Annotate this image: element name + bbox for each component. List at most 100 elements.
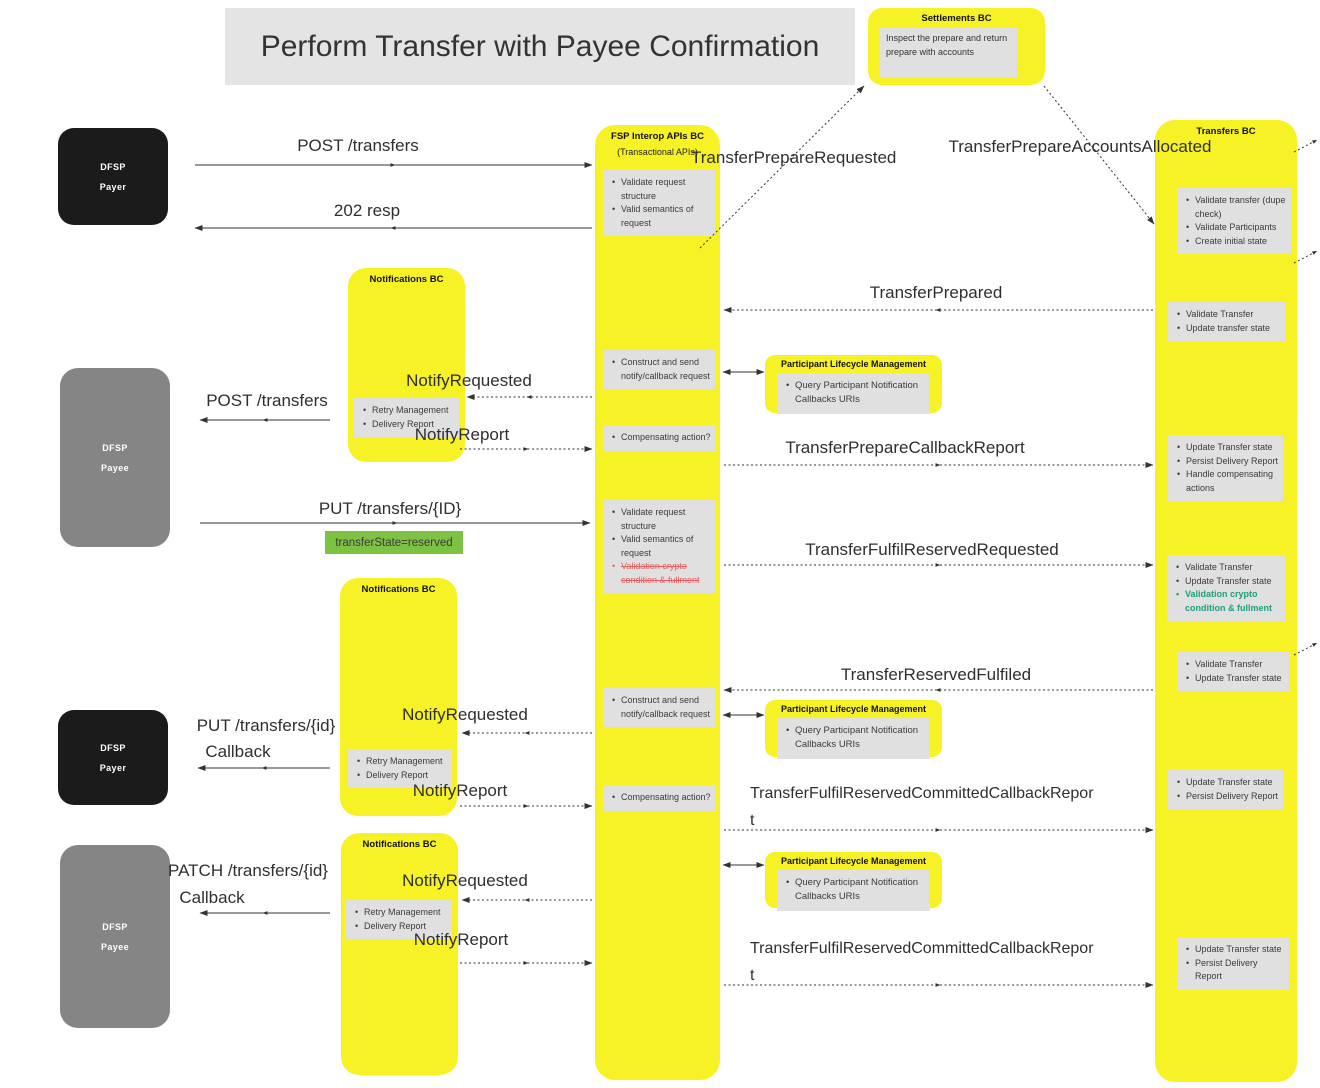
notifications-bc-column-2: Notifications BC Retry ManagementDeliver… bbox=[340, 578, 457, 816]
message-label-post-transfers: POST /transfers bbox=[297, 136, 419, 155]
transfers-task-list: Update Transfer statePersist Delivery Re… bbox=[1168, 770, 1283, 809]
transfers-bc-header: Transfers BC bbox=[1196, 126, 1256, 137]
message-label-callback-2: Callback bbox=[179, 888, 245, 907]
message-label-callback-1: Callback bbox=[205, 742, 271, 761]
fsp-task-list: Compensating action? bbox=[603, 425, 715, 451]
bullet-item: Compensating action? bbox=[612, 431, 711, 445]
cropped-edge-stub bbox=[1293, 250, 1318, 264]
message-label-tfrcc-report-1: TransferFulfilReservedCommittedCallbackR… bbox=[750, 785, 1094, 829]
transfers-task-list: Validate TransferUpdate Transfer state bbox=[1177, 652, 1290, 691]
fsp-task-list: Compensating action? bbox=[603, 785, 715, 811]
notifications-task-list: Retry ManagementDelivery Report bbox=[354, 398, 459, 437]
bullet-item: Validate Transfer bbox=[1176, 561, 1281, 575]
plm-task-list: Query Participant Notification Callbacks… bbox=[777, 373, 930, 414]
actor-label: DFSP bbox=[102, 442, 128, 453]
bullet-item: Validate request structure bbox=[612, 506, 711, 533]
message-label-post-transfers-payee: POST /transfers bbox=[206, 391, 328, 410]
settlements-bc-group: Settlements BC Inspect the prepare and r… bbox=[868, 8, 1045, 85]
notifications-task-list: Retry ManagementDelivery Report bbox=[348, 749, 452, 788]
bullet-item: Retry Management bbox=[363, 404, 455, 418]
message-label-tfrcc-report-2: TransferFulfilReservedCommittedCallbackR… bbox=[750, 940, 1094, 984]
actor-label: DFSP bbox=[102, 921, 128, 932]
transfers-task-list: Update Transfer statePersist Delivery Re… bbox=[1177, 937, 1290, 990]
actor-label: Payer bbox=[99, 762, 127, 773]
message-label-202-resp: 202 resp bbox=[333, 201, 401, 220]
bullet-item: Validate Transfer bbox=[1186, 658, 1286, 672]
bullet-item: Persist Delivery Report bbox=[1177, 790, 1279, 804]
bullet-item: Delivery Report bbox=[363, 418, 455, 432]
bullet-item: Validate Transfer bbox=[1177, 308, 1281, 322]
plm-box-1: Participant Lifecycle Management Query P… bbox=[765, 355, 942, 414]
bullet-item: Retry Management bbox=[355, 906, 448, 920]
bullet-item: Query Participant Notification Callbacks… bbox=[786, 724, 926, 753]
message-label-notify-requested-3: NotifyRequested bbox=[402, 871, 528, 890]
actor-label: Payee bbox=[100, 941, 130, 952]
actor-label: DFSP bbox=[100, 161, 126, 172]
actor-dfsp-payee-1: DFSP Payee bbox=[60, 368, 170, 547]
message-label-transfer-prepare-callback-report: TransferPrepareCallbackReport bbox=[785, 438, 1025, 457]
plm-header: Participant Lifecycle Management bbox=[780, 704, 927, 714]
fsp-task-list: Construct and send notify/callback reque… bbox=[603, 350, 715, 389]
bullet-item: Delivery Report bbox=[355, 920, 448, 934]
bullet-item: Persist Delivery Report bbox=[1177, 455, 1279, 469]
bullet-item: Create initial state bbox=[1186, 235, 1287, 249]
actor-label: Payee bbox=[100, 462, 130, 473]
message-label-notify-requested-1: NotifyRequested bbox=[406, 371, 532, 390]
plm-box-3: Participant Lifecycle Management Query P… bbox=[765, 852, 942, 911]
bullet-item: Construct and send notify/callback reque… bbox=[612, 694, 711, 721]
settlements-bc-header: Settlements BC bbox=[921, 13, 992, 24]
bullet-item: Retry Management bbox=[357, 755, 448, 769]
message-label-notify-report-3: NotifyReport bbox=[413, 930, 509, 949]
actor-dfsp-payee-2: DFSP Payee bbox=[60, 845, 170, 1028]
message-label-transfer-fulfil-reserved-requested: TransferFulfilReservedRequested bbox=[805, 540, 1059, 559]
bullet-item: Validation crypto condition & fullment bbox=[1176, 588, 1281, 615]
fsp-task-list: Validate request structureValid semantic… bbox=[603, 170, 715, 236]
plm-header: Participant Lifecycle Management bbox=[780, 359, 927, 369]
plm-box-2: Participant Lifecycle Management Query P… bbox=[765, 700, 942, 759]
message-label-put-transfers-id: PUT /transfers/{ID} bbox=[318, 499, 462, 518]
message-label-notify-report-2: NotifyReport bbox=[412, 781, 508, 800]
bullet-item: Update Transfer state bbox=[1186, 943, 1286, 957]
transfers-task-list: Validate TransferUpdate transfer state bbox=[1168, 302, 1285, 341]
actor-dfsp-payer-2: DFSP Payer bbox=[58, 710, 168, 805]
notifications-bc-header: Notifications BC bbox=[361, 584, 436, 595]
bullet-item: Query Participant Notification Callbacks… bbox=[786, 379, 926, 408]
bullet-item: Validate request structure bbox=[612, 176, 711, 203]
message-label-transfer-prepared: TransferPrepared bbox=[869, 283, 1003, 302]
actor-dfsp-payer-1: DFSP Payer bbox=[58, 128, 168, 225]
notifications-bc-header: Notifications BC bbox=[369, 274, 444, 285]
message-label-transfer-prepare-requested: TransferPrepareRequested bbox=[691, 148, 897, 167]
bullet-item: Validate transfer (dupe check) bbox=[1186, 194, 1287, 221]
transfers-task-list: Validate TransferUpdate Transfer stateVa… bbox=[1167, 555, 1285, 621]
bullet-item: Persist Delivery Report bbox=[1186, 957, 1286, 984]
transfers-task-list: Validate transfer (dupe check)Validate P… bbox=[1177, 188, 1291, 254]
fsp-interop-header: FSP Interop APIs BC bbox=[611, 131, 704, 142]
bullet-item: Construct and send notify/callback reque… bbox=[612, 356, 711, 383]
bullet-item: Update transfer state bbox=[1177, 322, 1281, 336]
bullet-item: Query Participant Notification Callbacks… bbox=[786, 876, 926, 905]
message-label-notify-report-1: NotifyReport bbox=[414, 425, 510, 444]
bullet-item: Update Transfer state bbox=[1186, 672, 1286, 686]
diagram-title: Perform Transfer with Payee Confirmation bbox=[260, 29, 820, 63]
bullet-item: Delivery Report bbox=[357, 769, 448, 783]
transfers-task-list: Update Transfer statePersist Delivery Re… bbox=[1168, 435, 1283, 501]
actor-label: DFSP bbox=[100, 742, 126, 753]
cropped-edge-stub bbox=[1293, 139, 1318, 153]
bullet-item: Update Transfer state bbox=[1176, 575, 1281, 589]
bullet-item: Validation crypto condition & fullment bbox=[612, 560, 711, 587]
notifications-bc-header: Notifications BC bbox=[362, 839, 437, 850]
notifications-bc-column-3: Notifications BC Retry ManagementDeliver… bbox=[341, 833, 458, 1075]
message-label-transfer-prepare-accounts-allocated: TransferPrepareAccountsAllocated bbox=[948, 137, 1212, 156]
bullet-item: Valid semantics of request bbox=[612, 533, 711, 560]
plm-task-list: Query Participant Notification Callbacks… bbox=[777, 718, 930, 759]
notifications-task-list: Retry ManagementDelivery Report bbox=[346, 900, 452, 939]
message-label-notify-requested-2: NotifyRequested bbox=[402, 705, 528, 724]
fsp-task-list: Construct and send notify/callback reque… bbox=[603, 688, 715, 727]
bullet-item: Compensating action? bbox=[612, 791, 711, 805]
bullet-item: Update Transfer state bbox=[1177, 776, 1279, 790]
transfers-bc-column: Transfers BC Validate transfer (dupe che… bbox=[1155, 120, 1297, 1082]
bullet-item: Handle compensating actions bbox=[1177, 468, 1279, 495]
message-label-patch-transfers-id: PATCH /transfers/{id} bbox=[168, 861, 328, 880]
message-label-transfer-reserved-fulfiled: TransferReservedFulfiled bbox=[840, 665, 1032, 684]
